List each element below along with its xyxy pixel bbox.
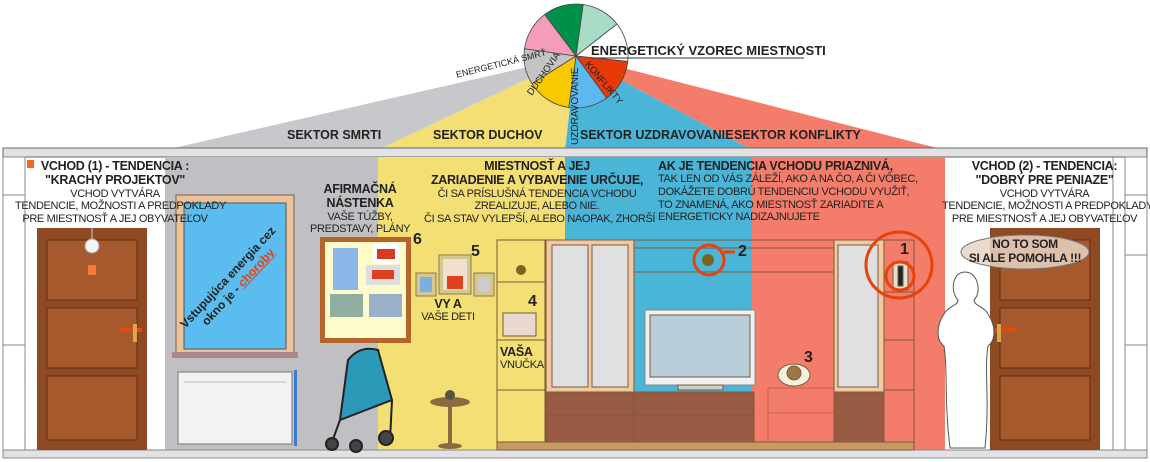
- floor-bar: [2, 449, 1148, 459]
- marker-6: 6: [413, 231, 422, 248]
- right-line: DOKÁŽETE DOBRÚ TENDENCIU VCHODU VYUŽIŤ,: [658, 186, 910, 199]
- board-line: VAŠE TÚŽBY,: [327, 210, 393, 223]
- bubble-line: NO TO SOM: [992, 237, 1058, 251]
- window: [172, 194, 298, 358]
- stroller: [325, 347, 394, 453]
- entrance2-tendency: "DOBRÝ PRE PENIAZE": [975, 173, 1114, 188]
- radiator: [177, 370, 297, 446]
- highlight-circles: [692, 230, 934, 300]
- bubble-line: SI ALE POMOHLA !!!: [968, 250, 1082, 265]
- right-title: AK JE TENDENCIA VCHODU PRIAZNIVÁ,: [658, 159, 893, 173]
- sector-label-spirits: SEKTOR DUCHOV: [433, 128, 543, 142]
- center-title: MIESTNOSŤ A JEJ: [484, 159, 590, 173]
- grandchild-sub: VNUČKA: [500, 359, 544, 372]
- roof-sector-conflicts: [576, 56, 945, 150]
- board-line: PREDSTAVY, PLÁNY: [310, 223, 411, 236]
- you-kids-title: VY A: [434, 297, 462, 311]
- family-photos: [415, 254, 495, 297]
- marker-2: 2: [738, 243, 747, 260]
- center-line: ČI SA STAV VYLEPŠÍ, ALEBO NAOPAK, ZHORŠÍ: [424, 213, 656, 226]
- entrance1-tendency: "KRACHY PROJEKTOV": [44, 173, 186, 188]
- baby-clothes-image: [333, 248, 358, 290]
- speech-bubble: [960, 234, 1090, 270]
- right-line: TAK LEN OD VÁS ZÁLEŽÍ, AKO A NA ČO, A ČI…: [658, 173, 918, 186]
- entrance1-text: VCHOD (1) - TENDENCIA : "KRACHY PROJEKTO…: [15, 159, 226, 226]
- woman-silhouette: [937, 271, 995, 449]
- entrance1-title: VCHOD (1) - TENDENCIA :: [40, 159, 190, 173]
- sector-label-healing: SEKTOR UZDRAVOVANIE: [580, 128, 734, 142]
- marker-3: 3: [804, 349, 813, 366]
- affirmation-board: [320, 237, 411, 343]
- side-table: [430, 390, 470, 449]
- energy-pie: [523, 3, 629, 109]
- entrance2-text: VCHOD (2) - TENDENCIA: "DOBRÝ PRE PENIAZ…: [942, 159, 1150, 226]
- entrance1-line: PRE MIESTNOSŤ A JEJ OBYVATEĽOV: [22, 213, 208, 226]
- right-text: AK JE TENDENCIA VCHODU PRIAZNIVÁ, TAK LE…: [658, 159, 918, 224]
- wall-panels: [2, 156, 1148, 451]
- marker-1: 1: [900, 241, 909, 258]
- marker-5: 5: [471, 243, 480, 260]
- entrance2-title: VCHOD (2) - TENDENCIA:: [971, 159, 1118, 173]
- pie-slice-lightgreen: [575, 4, 618, 57]
- marker-4: 4: [528, 293, 537, 310]
- center-line: ČI SA PRÍSLUŠNÁ TENDENCIA VCHODU: [437, 187, 637, 200]
- center-text: MIESTNOSŤ A JEJ ZARIADENIE A VYBAVENIE U…: [424, 159, 656, 226]
- entrance1-line: VCHOD VYTVÁRA: [70, 187, 160, 200]
- right-line: TO ZNAMENÁ, AKO MIESTNOSŤ ZARIADITE A: [658, 198, 884, 211]
- entrance2-line: TENDENCIE, MOŽNOSTI A PREDPOKLADY: [942, 200, 1150, 213]
- center-line: ZREALIZUJE, ALEBO NIE.: [474, 200, 600, 213]
- rider-image: [330, 294, 363, 317]
- entrance2-line: VCHOD VYTVÁRA: [999, 187, 1090, 200]
- chinese-symbol-icon: [27, 160, 34, 168]
- sector-label-death: SEKTOR SMRTI: [287, 128, 382, 142]
- you-kids-caption: VY A VAŠE DETI: [418, 297, 478, 324]
- board-title: AFIRMAČNÁ: [323, 182, 397, 196]
- roof-sector-spirits: [378, 56, 576, 150]
- grandchild-title: VAŠA: [500, 345, 533, 359]
- entrance1-line: TENDENCIE, MOŽNOSTI A PREDPOKLADY: [15, 200, 226, 213]
- roof-sector-death: [165, 56, 576, 150]
- diagram-title: ENERGETICKÝ VZOREC MIESTNOSTI: [591, 43, 826, 58]
- grandchild-caption: VAŠA VNUČKA: [500, 345, 544, 372]
- entrance2-line: PRE MIESTNOSŤ A JEJ OBYVATEĽOV: [951, 213, 1138, 226]
- you-kids-sub: VAŠE DETI: [421, 311, 475, 324]
- ceiling-bar: [2, 147, 1148, 158]
- furniture-wall-unit: [496, 239, 915, 451]
- board-text: AFIRMAČNÁ NÁSTENKA VAŠE TÚŽBY, PREDSTAVY…: [310, 182, 411, 236]
- center-title: ZARIADENIE A VYBAVENIE URČUJE,: [430, 173, 644, 188]
- car2-image: [369, 294, 402, 317]
- board-title: NÁSTENKA: [326, 196, 394, 211]
- door-left[interactable]: [37, 228, 147, 450]
- sector-label-conflicts: SEKTOR KONFLIKTY: [734, 128, 861, 142]
- right-line: ENERGETICKY NADIZAJNUJETE: [658, 211, 820, 224]
- speech-bubble-text: NO TO SOM SI ALE POMOHLA !!!: [961, 237, 1089, 266]
